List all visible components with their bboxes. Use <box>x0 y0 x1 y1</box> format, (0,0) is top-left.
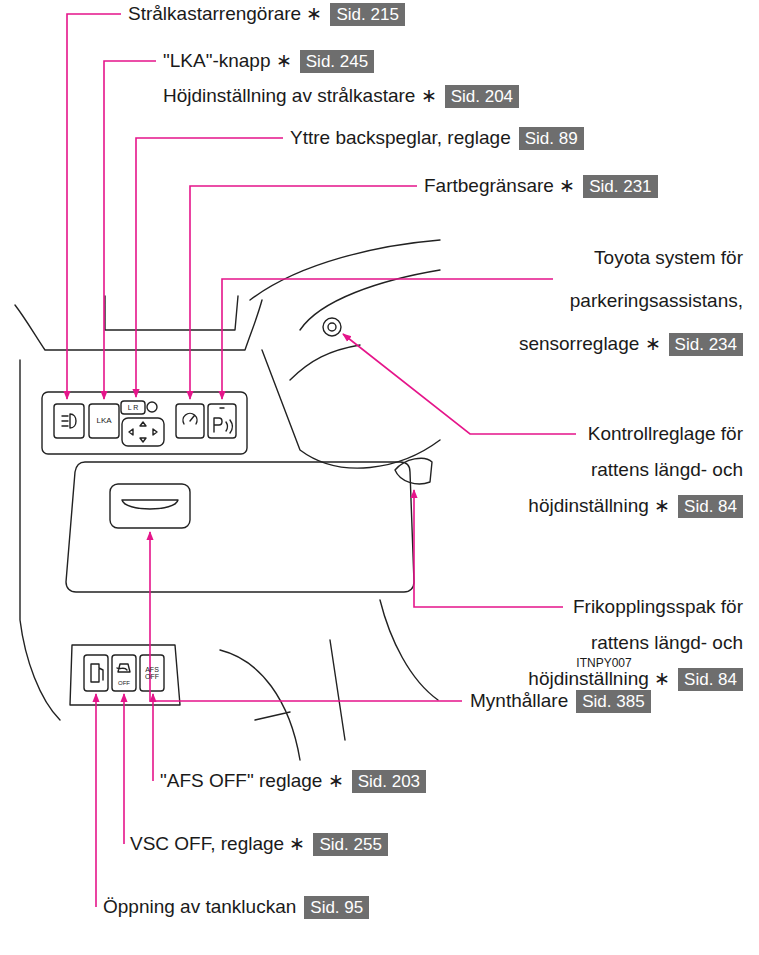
adjust-bolt <box>323 318 341 336</box>
callout-label: Öppning av tankluckan <box>103 896 296 917</box>
callout-group: Kontrollreglage för rattens längd- och h… <box>526 416 743 524</box>
vsc-icon <box>117 664 130 672</box>
page-reference-text: Sid. 84 <box>684 497 737 516</box>
callout-label: "LKA"-knapp ∗ <box>163 50 292 71</box>
fuel-door-switch <box>84 655 108 691</box>
lka-switch <box>89 404 119 438</box>
callout-label: "AFS OFF" reglage ∗ <box>160 770 344 791</box>
switch-panel <box>42 392 247 454</box>
page-reference-text: Sid. 385 <box>582 692 644 711</box>
callout-label: Yttre backspeglar, reglage <box>290 127 511 148</box>
mirror-pad <box>122 418 164 446</box>
callout-group: Toyota system för parkeringsassistans, s… <box>518 236 743 365</box>
leader-line <box>190 186 417 399</box>
upper-dash <box>15 296 262 720</box>
callout-label: Fartbegränsare ∗ <box>424 175 575 196</box>
callout-label: Mynthållare <box>470 690 568 711</box>
page-reference: Sid. 204 <box>445 85 519 108</box>
page-reference: Sid. 255 <box>313 833 387 856</box>
lower-switch-plate <box>70 645 180 705</box>
callout-label: Strålkastarrengörare ∗ <box>128 3 322 24</box>
page-reference-text: Sid. 234 <box>675 335 737 354</box>
pedals <box>220 600 438 760</box>
page-reference-text: Sid. 95 <box>310 898 363 917</box>
callout-group: Strålkastarrengörare ∗ Sid. 215 <box>128 2 405 26</box>
page-reference-text: Sid. 203 <box>358 772 420 791</box>
page-reference: Sid. 231 <box>583 175 657 198</box>
callout-group: "LKA"-knapp ∗ Sid. 245 <box>163 49 374 73</box>
page-reference: Sid. 89 <box>519 127 584 150</box>
leader-line <box>95 694 97 907</box>
page-reference: Sid. 84 <box>678 668 743 691</box>
callout-group: Mynthållare Sid. 385 <box>470 689 651 713</box>
page-reference: Sid. 385 <box>576 690 650 713</box>
callout-group: Fartbegränsare ∗ Sid. 231 <box>424 174 658 198</box>
mirror-arrows <box>129 422 157 442</box>
page-reference: Sid. 215 <box>330 3 404 26</box>
afs-switch <box>140 655 164 691</box>
page-reference-text: Sid. 255 <box>319 835 381 854</box>
dashboard-lines <box>15 240 440 760</box>
callout-label: Höjdinställning av strålkastare ∗ <box>163 85 437 106</box>
page-reference-text: Sid. 89 <box>525 129 578 148</box>
callout-group: Yttre backspeglar, reglage Sid. 89 <box>290 126 584 150</box>
button-legend: AFS OFF <box>143 666 161 681</box>
page-reference-text: Sid. 84 <box>684 670 737 689</box>
button-legend: L R <box>128 404 139 411</box>
headlamp-cleaner-switch <box>54 404 84 438</box>
adjust-bolt-core <box>328 323 336 331</box>
page-reference-text: Sid. 245 <box>306 52 368 71</box>
coin-holder <box>110 484 190 528</box>
leader-line <box>123 694 125 844</box>
callout-group: VSC OFF, reglage ∗ Sid. 255 <box>130 832 388 856</box>
speed-limiter-icon <box>183 413 197 424</box>
leaders <box>67 14 576 907</box>
callout-group: Öppning av tankluckan Sid. 95 <box>103 895 369 919</box>
headlamp-icon <box>62 414 76 428</box>
leader-line <box>222 279 553 399</box>
steering-column <box>250 240 440 468</box>
page-reference: Sid. 245 <box>300 50 374 73</box>
button-legend: OFF <box>118 680 130 686</box>
leader-line <box>150 532 462 701</box>
lower-panel <box>66 462 414 592</box>
page-reference-text: Sid. 215 <box>336 5 398 24</box>
parking-sensor-switch <box>208 404 236 438</box>
vsc-switch <box>112 655 136 691</box>
parking-sensor-icon <box>214 408 232 433</box>
speed-limiter-switch <box>176 404 204 438</box>
leader-line <box>67 14 121 399</box>
page-reference: Sid. 95 <box>304 896 369 919</box>
callout-label: VSC OFF, reglage ∗ <box>130 833 305 854</box>
coin-slot <box>122 500 178 509</box>
figure-code: ITNPY007 <box>576 657 631 670</box>
page-reference: Sid. 203 <box>352 770 426 793</box>
mirror-select <box>121 401 145 414</box>
button-legend: LKA <box>96 417 111 425</box>
leader-line <box>104 61 156 399</box>
page-reference: Sid. 84 <box>678 495 743 518</box>
callout-group: Frikopplingsspak för rattens längd- och … <box>526 589 743 697</box>
mirror-fold <box>147 402 157 412</box>
leader-line <box>152 694 154 781</box>
page-reference-text: Sid. 231 <box>589 177 651 196</box>
fuel-icon <box>91 664 103 682</box>
page-reference: Sid. 234 <box>669 333 743 356</box>
callout-group: Höjdinställning av strålkastare ∗ Sid. 20… <box>163 84 519 108</box>
callout-group: "AFS OFF" reglage ∗ Sid. 203 <box>160 769 426 793</box>
leader-line <box>136 138 283 397</box>
page-reference-text: Sid. 204 <box>451 87 513 106</box>
